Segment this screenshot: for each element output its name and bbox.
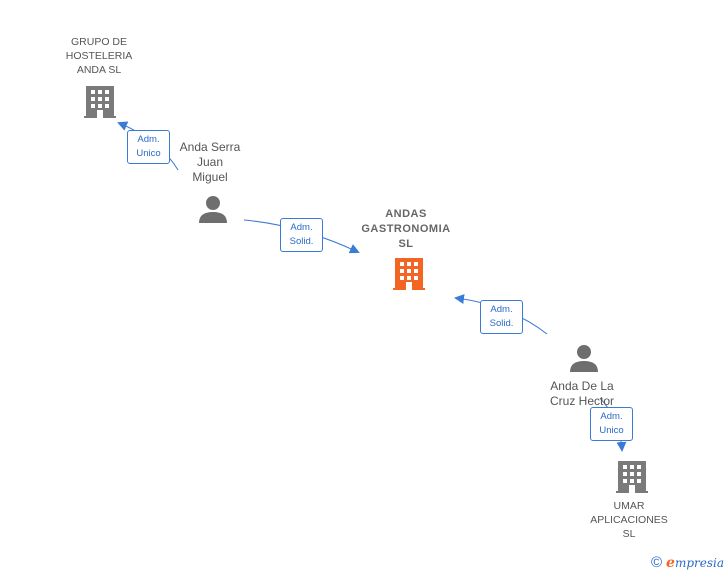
company-label-main[interactable]: ANDAS GASTRONOMIA SL: [361, 208, 451, 250]
person-label-serra[interactable]: Anda Serra Juan Miguel: [179, 140, 241, 184]
company-label-umar[interactable]: UMAR APLICACIONES SL: [590, 500, 668, 540]
building-icon[interactable]: [393, 258, 425, 290]
person-label-cruz[interactable]: Anda De La Cruz Hector: [549, 379, 614, 408]
relation-badge: Adm. Unico: [127, 130, 170, 164]
person-icon[interactable]: [199, 196, 227, 223]
building-icon[interactable]: [84, 86, 116, 118]
relation-badge: Adm. Solid.: [280, 218, 323, 252]
copyright-icon: ©: [650, 554, 663, 571]
company-label-grupo[interactable]: GRUPO DE HOSTELERIA ANDA SL: [65, 36, 133, 76]
building-icon[interactable]: [616, 461, 648, 493]
relation-badge: Adm. Solid.: [480, 300, 523, 334]
relation-badge: Adm. Unico: [590, 407, 633, 441]
footer: © empresia: [651, 554, 724, 571]
brand-logo[interactable]: empresia: [666, 554, 724, 571]
person-icon[interactable]: [570, 345, 598, 372]
